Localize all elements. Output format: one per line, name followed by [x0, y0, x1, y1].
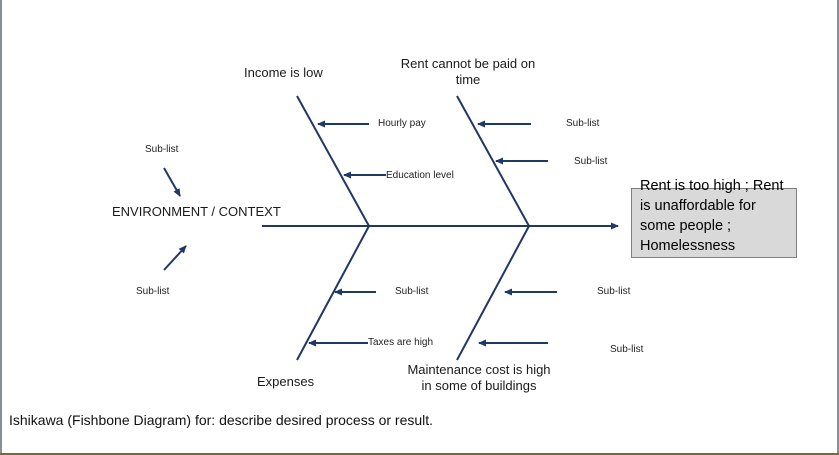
cause-maint-sublist-1: Sub-list	[597, 286, 631, 297]
context-bottom-sublist: Sub-list	[136, 286, 170, 297]
diagram-caption: Ishikawa (Fishbone Diagram) for: describ…	[9, 412, 434, 428]
cause-hourly-pay: Hourly pay	[378, 118, 426, 129]
right-window-edge	[837, 0, 839, 455]
left-window-edge	[0, 0, 2, 455]
bone-maintenance	[456, 225, 530, 361]
bottom-window-edge	[0, 453, 839, 455]
context-arrow-top	[163, 167, 181, 197]
bone-income	[296, 95, 370, 227]
bone-expenses	[296, 225, 370, 361]
context-label: ENVIRONMENT / CONTEXT	[112, 204, 281, 219]
cause-rent-sublist-2: Sub-list	[574, 156, 608, 167]
category-maintenance-label: Maintenance cost is high in some of buil…	[407, 362, 551, 393]
cause-rent-sublist-1: Sub-list	[566, 118, 600, 129]
category-rent-paid-label: Rent cannot be paid on time	[400, 56, 536, 87]
cause-education-level: Education level	[386, 170, 454, 181]
effect-label: Rent is too high ; Rent is unaffordable …	[640, 178, 784, 254]
context-top-sublist: Sub-list	[145, 144, 179, 155]
bone-rent-paid	[456, 95, 530, 227]
cause-taxes-high: Taxes are high	[368, 337, 434, 348]
effect-box	[631, 188, 797, 258]
cause-maint-sublist-2: Sub-list	[610, 344, 644, 355]
category-income-label: Income is low	[244, 65, 323, 80]
category-expenses-label: Expenses	[257, 374, 315, 389]
cause-expenses-sublist: Sub-list	[395, 286, 429, 297]
context-arrow-bottom	[163, 245, 187, 271]
